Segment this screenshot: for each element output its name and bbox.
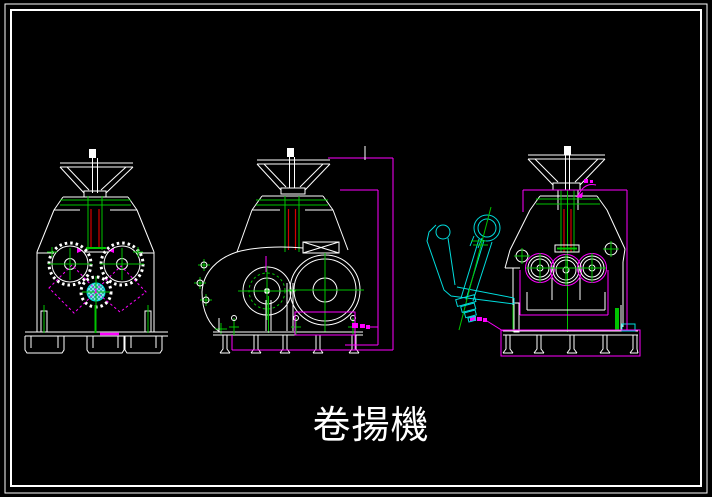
gear-pinion-center <box>79 275 113 333</box>
foot-channel <box>124 336 163 354</box>
diamond-guard-left <box>48 264 98 314</box>
hopper-cap <box>89 149 96 158</box>
roller-cradle <box>526 278 606 311</box>
gearbox-housing <box>201 246 304 333</box>
gear-large-right <box>99 241 145 287</box>
revision-boxes <box>328 157 394 350</box>
hopper-neck <box>552 182 581 191</box>
front-view <box>24 149 168 354</box>
highlight-base-lines <box>231 312 393 351</box>
tiny-annotation-mark <box>470 316 487 322</box>
green-post <box>615 308 619 331</box>
roller-bracket <box>554 244 580 253</box>
foot-channel <box>24 336 65 354</box>
flange-bolts <box>194 259 227 334</box>
sheet-border-inner <box>10 9 702 487</box>
leader-arc <box>577 184 597 197</box>
drive-shaft-lines <box>287 209 297 250</box>
diamond-guard-right <box>94 265 147 313</box>
tiny-annotation-mark <box>584 179 593 183</box>
handle-centerline <box>458 206 492 331</box>
bolt-tick-marks <box>47 247 143 257</box>
foot-channel <box>86 336 125 354</box>
roller-center <box>550 254 582 286</box>
highlight-box-base <box>500 329 641 357</box>
ratchet-handle <box>426 206 515 331</box>
drawing-title: 卷揚機 <box>312 405 429 447</box>
hopper-neck <box>280 187 306 195</box>
revision-boxes <box>519 189 628 330</box>
tiny-annotation-mark <box>352 323 370 329</box>
shaft-end-circle <box>238 266 296 320</box>
leader-line <box>486 320 504 332</box>
drive-shaft-lines <box>90 209 100 247</box>
bearing-cap <box>302 241 340 254</box>
cyan-end-clip <box>621 323 636 332</box>
gear-large-left <box>47 241 93 287</box>
sheet-border-outer <box>4 3 708 494</box>
hopper-neck <box>83 190 107 198</box>
tiny-arrow-left <box>77 248 83 253</box>
anchor-bolts <box>229 315 358 335</box>
base-legs <box>219 335 360 354</box>
hopper-cap <box>564 146 571 155</box>
rope-drum-circle <box>288 253 364 332</box>
right-side-view <box>426 146 641 357</box>
adjusting-nuts <box>455 294 477 323</box>
base-legs <box>502 335 639 354</box>
left-side-view <box>194 146 394 354</box>
hopper-cap <box>287 148 294 157</box>
